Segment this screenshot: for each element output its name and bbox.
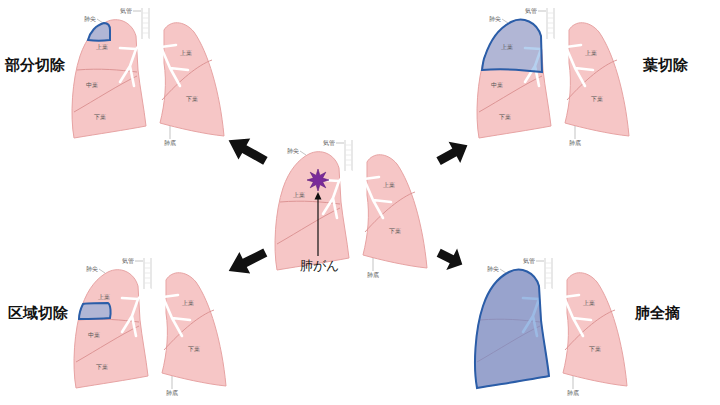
lung-part-label: 下葉 (94, 114, 106, 120)
cancer-pointer (315, 192, 322, 256)
callout-label: 肺がん (300, 259, 339, 273)
lung-figure: 肺がん (268, 138, 436, 280)
lung-figure: 葉切除 (470, 0, 715, 152)
lung-figure: 肺全摘 (465, 255, 715, 403)
lung-part-label: 上葉 (383, 182, 395, 188)
lung-part-label: 上葉 (182, 300, 194, 306)
lung-part-label: 肺底 (567, 390, 579, 396)
lung-part-label: 上葉 (501, 44, 513, 50)
lung-part-label: 下葉 (389, 228, 401, 234)
lung-part-label: 肺尖 (487, 266, 499, 272)
lung-part-label: 上葉 (180, 50, 192, 56)
flow-arrow (229, 249, 268, 274)
lung-part-label: 上葉 (293, 192, 305, 198)
lung-figure-lobectomy (477, 8, 629, 139)
procedure-label: 区域切除 (8, 305, 68, 322)
procedure-label: 肺全摘 (635, 305, 680, 322)
lung-part-label: 肺尖 (84, 16, 96, 22)
lung-part-label: 気管 (323, 140, 335, 146)
lung-figure-partial (72, 8, 224, 139)
lung-part-label: 肺底 (164, 140, 176, 146)
lung-part-label: 下葉 (96, 364, 108, 370)
procedure-label: 部分切除 (5, 57, 65, 74)
lung-part-label: 肺尖 (86, 266, 98, 272)
lung-part-label: 中葉 (491, 82, 503, 88)
lung-part-label: 上葉 (98, 294, 110, 300)
lung-part-label: 下葉 (591, 96, 603, 102)
flow-arrow (229, 139, 268, 165)
lung-part-label: 下葉 (186, 96, 198, 102)
lung-part-label: 気管 (525, 8, 537, 14)
lung-part-label: 肺底 (367, 272, 379, 278)
lung-part-label: 中葉 (88, 332, 100, 338)
lung-part-label: 中葉 (86, 82, 98, 88)
lung-part-label: 肺底 (569, 140, 581, 146)
lung-part-label: 気管 (120, 8, 132, 14)
lung-figure-pneumonectomy (475, 258, 627, 389)
lung-part-label: 肺底 (166, 390, 178, 396)
lung-figure-center (275, 140, 427, 271)
lung-part-label: 下葉 (589, 346, 601, 352)
procedure-label: 葉切除 (643, 57, 688, 74)
lung-part-label: 上葉 (96, 44, 108, 50)
lung-part-label: 上葉 (585, 50, 597, 56)
lung-figure-segmentectomy (74, 258, 226, 389)
lung-part-label: 上葉 (583, 300, 595, 306)
lung-part-label: 下葉 (499, 114, 511, 120)
lung-figure: 区域切除 (0, 255, 226, 403)
lung-part-label: 肺尖 (489, 16, 501, 22)
lung-part-label: 気管 (122, 258, 134, 264)
lung-part-label: 下葉 (188, 346, 200, 352)
flow-arrow (436, 142, 467, 165)
lung-figure: 部分切除 (0, 0, 226, 152)
lung-part-label: 気管 (523, 258, 535, 264)
lung-part-label: 肺尖 (287, 148, 299, 154)
flow-arrow (437, 249, 463, 271)
